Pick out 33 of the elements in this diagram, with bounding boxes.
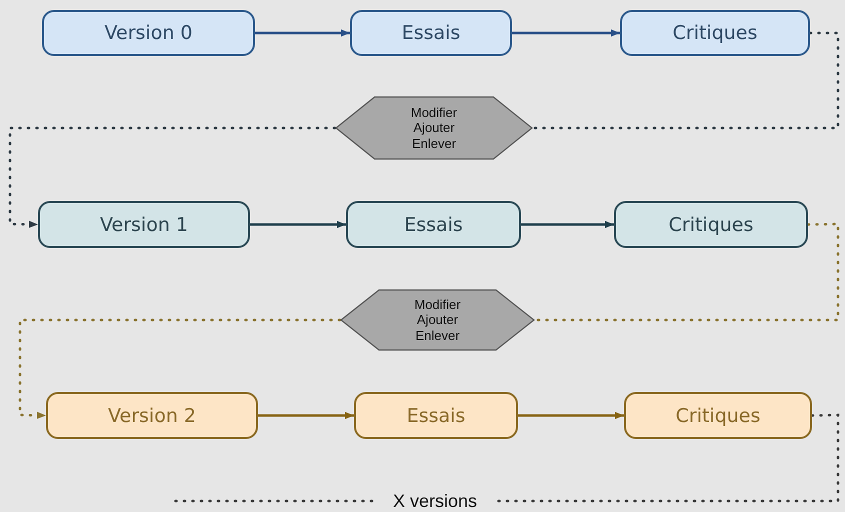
box-label: Critiques [668,214,754,236]
box-label: Version 0 [104,22,192,44]
process-box [346,201,521,248]
dotted-connector [496,414,840,502]
box-label: Essais [406,404,466,426]
dotted-connector [18,318,342,419]
process-box [42,10,255,56]
hexagon-shape [335,96,533,160]
arrow [518,412,624,420]
action-list: Modifier Ajouter Enlever [402,296,472,344]
process-box [38,201,250,248]
arrow [255,29,350,37]
process-box [620,10,810,56]
dotted-connector [8,126,336,228]
process-box [354,392,518,439]
process-box [614,201,808,248]
process-box [46,392,258,439]
note-text: X versions [392,490,478,512]
box-label: Version 2 [108,404,196,426]
hexagon-shape [340,289,535,351]
process-box [350,10,512,56]
process-box [624,392,812,439]
box-label: Critiques [672,22,758,44]
arrow [521,220,614,228]
arrow [250,220,346,228]
box-label: Essais [404,214,463,236]
action-list: Modifier Ajouter Enlever [399,104,469,152]
dotted-connector [532,32,840,130]
arrow [258,412,354,420]
box-label: Essais [402,22,460,44]
box-label: Critiques [676,404,760,426]
box-label: Version 1 [100,214,188,236]
arrow [512,29,620,37]
